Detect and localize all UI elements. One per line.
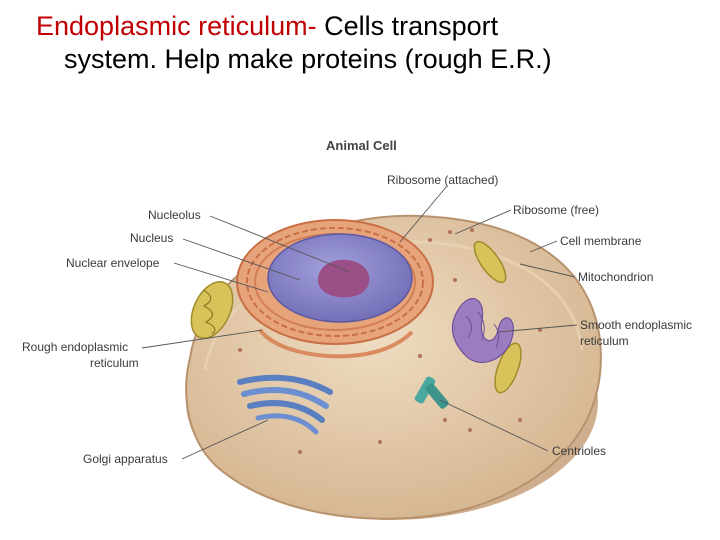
title-term: Endoplasmic reticulum- <box>36 11 317 41</box>
ribosome-dots <box>238 228 542 454</box>
label-rough-er-line1: Rough endoplasmic <box>22 340 128 354</box>
mitochondrion-shape <box>190 240 522 394</box>
animal-cell-diagram: Animal Cell Ribosome (attached) Ribosome… <box>22 138 692 520</box>
label-mitochondrion: Mitochondrion <box>578 270 653 284</box>
label-nucleus: Nucleus <box>130 231 173 245</box>
label-centrioles: Centrioles <box>552 444 606 458</box>
label-cell-membrane: Cell membrane <box>560 234 642 248</box>
label-nuclear-envelope: Nuclear envelope <box>66 256 160 270</box>
label-ribosome-free: Ribosome (free) <box>513 203 599 217</box>
nucleolus-shape <box>317 259 370 298</box>
label-smooth-er-line1: Smooth endoplasmic <box>580 318 692 332</box>
title-line-1: Endoplasmic reticulum- Cells transport <box>36 10 716 43</box>
golgi-shape <box>237 374 333 435</box>
label-golgi: Golgi apparatus <box>83 452 168 466</box>
title-description: Cells transport <box>316 11 499 41</box>
leader-lines <box>141 185 578 460</box>
label-ribosome-attached: Ribosome (attached) <box>387 173 498 187</box>
smooth-er-shape <box>451 297 514 364</box>
label-rough-er-line2: reticulum <box>90 356 139 370</box>
nucleus-shape <box>267 233 413 323</box>
diagram-heading: Animal Cell <box>326 138 397 153</box>
title-line-2: system. Help make proteins (rough E.R.) <box>64 44 552 74</box>
slide-title: Endoplasmic reticulum- Cells transport s… <box>36 10 716 76</box>
centrioles-shape <box>414 376 449 409</box>
label-nucleolus: Nucleolus <box>148 208 201 222</box>
label-smooth-er-line2: reticulum <box>580 334 629 348</box>
